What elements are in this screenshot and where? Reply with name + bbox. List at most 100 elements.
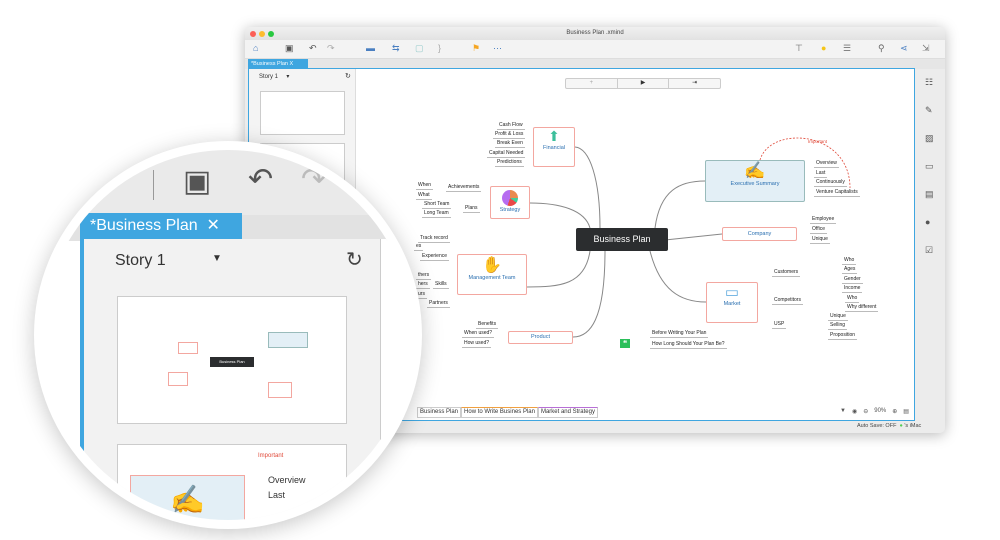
leaf-topic[interactable]: Break Even [495, 140, 525, 148]
undo-icon[interactable]: ↶ [248, 163, 274, 196]
close-window-button[interactable] [250, 30, 256, 37]
topic-icon[interactable]: ▬ [366, 43, 375, 53]
leaf-topic[interactable]: Before Writing Your Plan [650, 330, 709, 338]
outline-panel-icon[interactable]: ☷ [925, 77, 934, 87]
zoom-out-button[interactable]: ⊖ [863, 409, 869, 415]
leaf-topic[interactable]: Partners [427, 300, 450, 308]
tab-close-button[interactable]: X [289, 61, 294, 67]
notes-icon[interactable]: ▤ [925, 189, 934, 199]
markers-icon[interactable]: ▭ [925, 161, 934, 171]
leaf-topic[interactable]: Short Team [422, 201, 452, 209]
subtopic[interactable]: USP [772, 321, 787, 329]
leaf-topic[interactable]: hers [416, 281, 430, 289]
leaf-topic[interactable]: es [414, 243, 424, 251]
leaf-topic[interactable]: Why different [845, 304, 879, 312]
leaf-topic[interactable]: Employee [810, 216, 837, 224]
sheet-tab[interactable]: Business Plan [417, 407, 462, 418]
undo-icon[interactable]: ↶ [309, 43, 317, 53]
leaf-topic[interactable]: What [416, 192, 432, 200]
sheet-tab[interactable]: Market and Strategy [537, 407, 598, 418]
leaf-topic[interactable]: Benefits [476, 321, 499, 329]
play-button[interactable]: ▶ [618, 79, 670, 88]
fit-icon[interactable]: ▤ [903, 409, 909, 415]
leaf-topic[interactable]: Last [814, 170, 828, 178]
story-selector[interactable]: Story 1 ▾ [259, 73, 289, 80]
format-icon[interactable]: ✎ [925, 105, 933, 115]
leaf-topic[interactable]: Continuously [814, 179, 847, 187]
leaf-topic[interactable]: Overview [814, 160, 839, 168]
leaf-topic[interactable]: When [416, 182, 434, 190]
presentation-icon[interactable]: ⊤ [795, 43, 803, 53]
tab-close-button[interactable]: ✕ [206, 217, 220, 234]
leaf-topic[interactable]: Selling [828, 322, 848, 330]
refresh-icon[interactable]: ↻ [345, 73, 351, 80]
filter-icon[interactable]: ▼ [840, 408, 846, 414]
leaf-topic[interactable]: How Long Should Your Plan Be? [650, 341, 727, 349]
topic-management-team[interactable]: ✋Management Team [457, 254, 527, 295]
home-icon[interactable]: ⌂ [253, 43, 259, 53]
topic-market[interactable]: ▭Market [706, 282, 758, 323]
leaf-topic[interactable]: Profit & Loss [493, 131, 526, 139]
sheet-tab[interactable]: How to Write Busines Plan [461, 407, 538, 418]
story-label[interactable]: Story 1 [115, 252, 166, 269]
topic-executive-summary[interactable]: ✍Executive Summary [705, 160, 805, 202]
leaf-topic[interactable]: Who [845, 295, 860, 303]
leaf-topic[interactable]: Long Team [422, 210, 451, 218]
slide-thumbnail[interactable] [260, 91, 345, 135]
add-slide-button[interactable]: + [566, 79, 618, 88]
leaf-topic[interactable]: Venture Capitalists [814, 189, 860, 197]
leaf-topic[interactable]: Achievements [446, 184, 482, 192]
topic-company[interactable]: Company [722, 227, 797, 241]
image-icon[interactable]: ▨ [925, 133, 934, 143]
outline-icon[interactable]: ☰ [843, 43, 852, 53]
leaf-topic[interactable]: When used? [462, 330, 495, 338]
topic-strategy[interactable]: Strategy [490, 186, 530, 219]
leaf-topic[interactable]: Plans [463, 205, 480, 213]
slide-thumbnail[interactable]: Important ✍ Overview Last [117, 444, 347, 520]
summary-icon[interactable]: } [438, 43, 442, 53]
leaf-topic[interactable]: Unique [810, 236, 830, 244]
relationship-icon[interactable]: ⇆ [392, 43, 400, 53]
zoom-in-button[interactable]: ⊕ [892, 409, 898, 415]
share-icon[interactable]: ⋖ [900, 43, 908, 53]
leaf-topic[interactable]: thers [416, 272, 432, 280]
slide-thumbnail[interactable]: Business Plan [117, 296, 347, 424]
leaf-topic[interactable]: Office [810, 226, 827, 234]
eye-icon[interactable]: ◉ [851, 409, 858, 415]
leaf-topic[interactable]: Unique [828, 313, 848, 321]
redo-icon[interactable]: ↷ [327, 43, 335, 53]
export-icon[interactable]: ⇲ [922, 43, 930, 53]
flag-icon[interactable]: ⚑ [472, 43, 481, 53]
topic-financial[interactable]: ⬆Financial [533, 127, 575, 167]
leaf-topic[interactable]: Capital Needed [487, 150, 526, 158]
idea-icon[interactable]: ● [821, 43, 827, 53]
save-icon[interactable]: ▣ [285, 43, 294, 53]
search-icon[interactable]: ⚲ [878, 43, 885, 53]
leaf-topic[interactable]: How used? [462, 340, 492, 348]
leaf-topic[interactable]: Track record [418, 235, 450, 243]
leaf-topic[interactable]: Cash Flow [497, 122, 525, 130]
save-icon[interactable]: ▣ [183, 165, 212, 198]
leaf-topic[interactable]: Experience [420, 253, 450, 261]
boundary-icon[interactable]: ▢ [415, 43, 424, 53]
leaf-topic[interactable]: Who [842, 257, 857, 265]
subtopic[interactable]: Competitors [772, 297, 803, 305]
document-tab[interactable]: *Business Plan ✕ [80, 213, 242, 239]
chevron-down-icon[interactable]: ▼ [212, 253, 222, 264]
leaf-topic[interactable]: Income [842, 285, 863, 293]
refresh-icon[interactable]: ↻ [346, 249, 363, 271]
document-tab[interactable]: *Business Plan X [248, 59, 308, 69]
comments-icon[interactable]: ● [925, 217, 931, 227]
topic-product[interactable]: Product [508, 331, 573, 344]
redo-icon[interactable]: ↷ [301, 163, 327, 196]
task-icon[interactable]: ☑ [925, 245, 934, 255]
maximize-window-button[interactable] [268, 30, 274, 37]
leaf-topic[interactable]: urs [416, 291, 427, 299]
more-icon[interactable]: ⋯ [493, 43, 502, 53]
central-topic[interactable]: Business Plan [576, 228, 668, 251]
leaf-topic[interactable]: Gender [842, 276, 863, 284]
leaf-topic[interactable]: Ages [842, 266, 858, 274]
minimize-window-button[interactable] [259, 30, 265, 37]
exit-button[interactable]: ⇥ [692, 80, 698, 86]
subtopic[interactable]: Customers [772, 269, 801, 277]
